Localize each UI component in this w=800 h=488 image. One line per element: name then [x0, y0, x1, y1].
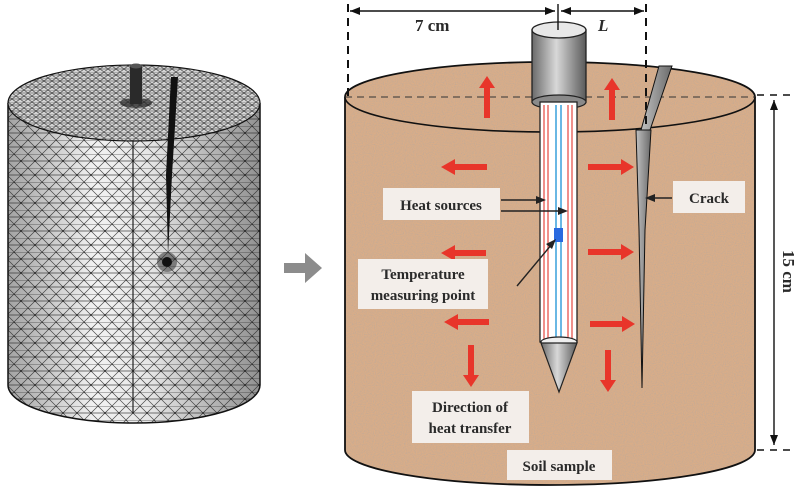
temperature-sensor-point	[554, 228, 563, 242]
heat-arrow-left-icon	[441, 245, 486, 261]
crack-offset-label: L	[597, 16, 608, 35]
probe	[531, 21, 587, 394]
dimension-height: 15 cm	[757, 94, 798, 451]
crack-shape	[635, 65, 673, 389]
mesh-crack	[166, 77, 178, 255]
heat-arrow-left-icon	[441, 159, 487, 175]
soil-sample-label: Soil sample	[523, 459, 596, 475]
direction-label-line2: heat transfer	[429, 421, 512, 437]
dimension-radius: 7 cm	[347, 4, 559, 98]
heat-arrow-up-icon	[479, 76, 495, 118]
crack-callout: Crack	[645, 181, 745, 213]
temperature-label-line1: Temperature	[381, 267, 465, 283]
mesh-probe	[130, 66, 142, 104]
heat-sources-label: Heat sources	[400, 198, 482, 214]
soil-sample-callout: Soil sample	[507, 450, 612, 480]
heat-arrow-right-icon	[590, 316, 635, 332]
heat-direction-callout: Direction of heat transfer	[412, 391, 529, 443]
crack-label: Crack	[689, 191, 730, 207]
heat-arrow-up-icon	[604, 78, 620, 120]
temperature-point-callout: Temperature measuring point	[358, 239, 556, 309]
dimension-crack-offset: L	[561, 4, 647, 130]
direction-label-line1: Direction of	[432, 400, 509, 416]
heat-arrows	[441, 76, 635, 392]
heat-arrow-right-icon	[588, 244, 634, 260]
heat-arrow-down-icon	[463, 345, 479, 387]
heat-arrow-left-icon	[444, 314, 489, 330]
heat-arrow-down-icon	[600, 350, 616, 392]
height-label: 15 cm	[779, 250, 798, 293]
mesh-model	[7, 63, 261, 424]
heat-arrow-right-icon	[588, 159, 634, 175]
transition-arrow-icon	[284, 253, 322, 283]
radius-label: 7 cm	[415, 16, 449, 35]
heat-sources-callout: Heat sources	[383, 188, 568, 220]
temperature-label-line2: measuring point	[371, 288, 476, 304]
